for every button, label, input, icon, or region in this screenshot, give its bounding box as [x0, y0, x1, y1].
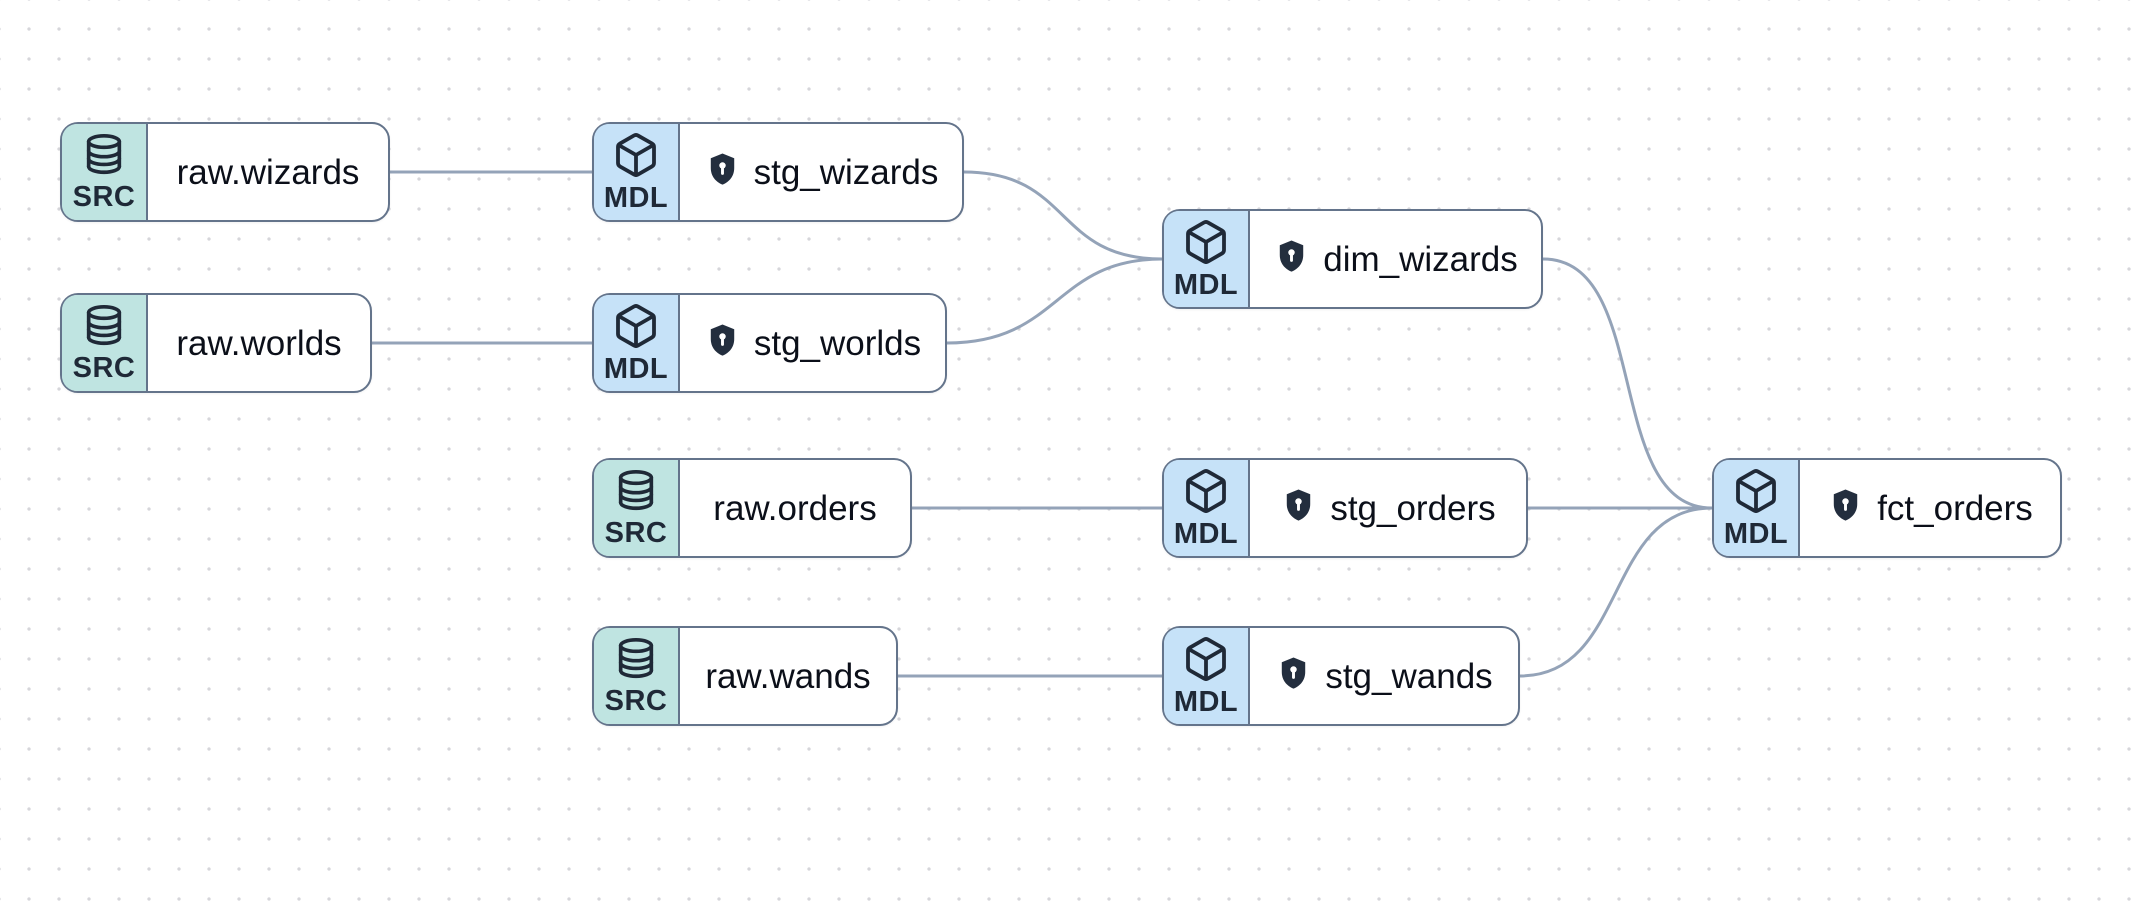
node-type-badge: MDL: [1164, 628, 1250, 724]
node-body: fct_orders: [1800, 460, 2060, 556]
shield-lock-icon: [1280, 487, 1317, 529]
database-icon: [613, 636, 659, 682]
node-stg-worlds[interactable]: MDL stg_worlds: [592, 293, 947, 393]
node-body: raw.worlds: [148, 295, 370, 391]
node-name-label: raw.wizards: [176, 152, 360, 192]
cube-icon: [1732, 467, 1780, 515]
node-type-badge: SRC: [62, 295, 148, 391]
node-type-badge: MDL: [1164, 211, 1250, 307]
node-name-label: stg_wizards: [753, 152, 939, 192]
database-icon: [81, 132, 127, 178]
node-body: stg_wands: [1250, 628, 1518, 724]
shield-lock-icon: [1273, 238, 1310, 280]
node-type-badge: SRC: [594, 628, 680, 724]
node-type-badge: MDL: [594, 124, 680, 220]
node-body: raw.orders: [680, 460, 910, 556]
shield-lock-icon: [704, 322, 741, 364]
database-icon: [613, 468, 659, 514]
node-body: stg_wizards: [680, 124, 962, 220]
node-name-label: dim_wizards: [1323, 239, 1518, 279]
cube-icon: [1182, 467, 1230, 515]
node-type-label: SRC: [72, 352, 136, 384]
node-type-label: SRC: [604, 517, 668, 549]
node-name-label: raw.wands: [705, 656, 871, 696]
shield-lock-icon: [1275, 655, 1312, 697]
edge-dim-wizards-to-fct-orders: [1542, 257, 1713, 510]
node-name-label: stg_orders: [1330, 488, 1496, 528]
node-type-label: MDL: [1173, 686, 1239, 718]
node-type-label: SRC: [604, 685, 668, 717]
node-type-badge: SRC: [594, 460, 680, 556]
node-body: stg_worlds: [680, 295, 945, 391]
shield-lock-icon: [704, 151, 741, 193]
node-raw-wands[interactable]: SRC raw.wands: [592, 626, 898, 726]
node-body: raw.wizards: [148, 124, 388, 220]
node-stg-wizards[interactable]: MDL stg_wizards: [592, 122, 964, 222]
node-type-badge: MDL: [1164, 460, 1250, 556]
node-type-label: SRC: [72, 181, 136, 213]
node-body: dim_wizards: [1250, 211, 1541, 307]
node-type-label: MDL: [1173, 518, 1239, 550]
node-type-label: MDL: [603, 182, 669, 214]
node-name-label: stg_worlds: [753, 323, 922, 363]
node-type-badge: MDL: [594, 295, 680, 391]
node-fct-orders[interactable]: MDL fct_orders: [1712, 458, 2062, 558]
shield-lock-icon: [1827, 487, 1864, 529]
node-name-label: fct_orders: [1877, 488, 2033, 528]
node-type-label: MDL: [603, 353, 669, 385]
node-name-label: raw.worlds: [176, 323, 342, 363]
edge-stg-wands-to-fct-orders: [1519, 506, 1713, 678]
node-body: stg_orders: [1250, 460, 1526, 556]
node-type-badge: SRC: [62, 124, 148, 220]
node-dim-wizards[interactable]: MDL dim_wizards: [1162, 209, 1543, 309]
node-stg-wands[interactable]: MDL stg_wands: [1162, 626, 1520, 726]
node-raw-orders[interactable]: SRC raw.orders: [592, 458, 912, 558]
edge-stg-wizards-to-dim-wizards: [963, 170, 1163, 261]
node-type-label: MDL: [1723, 518, 1789, 550]
node-body: raw.wands: [680, 628, 896, 724]
node-type-label: MDL: [1173, 269, 1239, 301]
node-raw-worlds[interactable]: SRC raw.worlds: [60, 293, 372, 393]
node-name-label: stg_wands: [1325, 656, 1493, 696]
edge-stg-worlds-to-dim-wizards: [946, 257, 1163, 345]
node-stg-orders[interactable]: MDL stg_orders: [1162, 458, 1528, 558]
cube-icon: [1182, 218, 1230, 266]
node-raw-wizards[interactable]: SRC raw.wizards: [60, 122, 390, 222]
node-type-badge: MDL: [1714, 460, 1800, 556]
cube-icon: [1182, 635, 1230, 683]
cube-icon: [612, 131, 660, 179]
cube-icon: [612, 302, 660, 350]
node-name-label: raw.orders: [713, 488, 877, 528]
database-icon: [81, 303, 127, 349]
